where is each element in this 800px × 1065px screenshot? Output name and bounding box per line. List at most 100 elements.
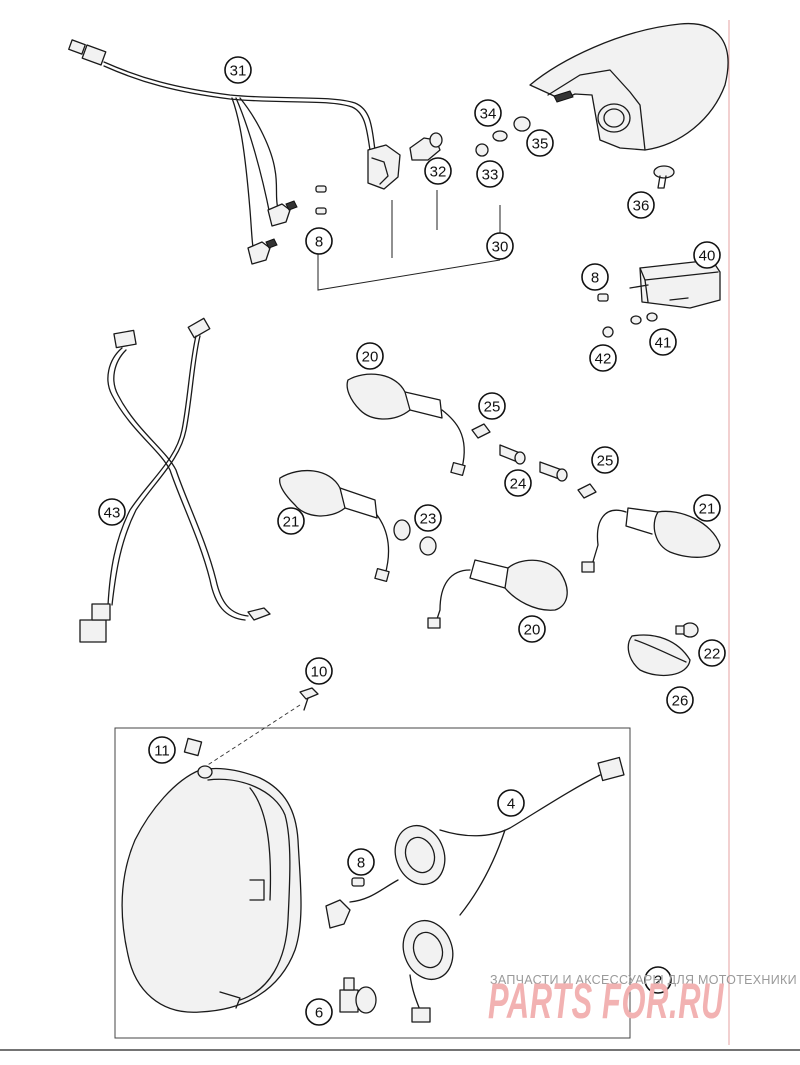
cable-43 xyxy=(79,317,271,643)
bulb-8-head xyxy=(351,877,365,887)
callout-number: 33 xyxy=(482,167,499,184)
lens-26 xyxy=(627,634,691,677)
callout-number: 21 xyxy=(699,501,716,518)
callout-number: 20 xyxy=(524,622,541,639)
clip-25-lower xyxy=(577,483,597,499)
callout-number: 8 xyxy=(591,270,599,287)
callout-circle xyxy=(581,263,609,291)
callout-8: 8 xyxy=(305,227,333,255)
callout-circle xyxy=(224,56,252,84)
assembly-frame xyxy=(114,727,631,1039)
washer-34 xyxy=(492,130,508,142)
callout-2: 2 xyxy=(644,966,672,994)
callout-number: 31 xyxy=(230,63,247,80)
callout-circle xyxy=(693,241,721,269)
callout-26: 26 xyxy=(666,686,694,714)
callout-number: 20 xyxy=(362,349,379,366)
bulb-8-top xyxy=(315,185,327,215)
callout-number: 25 xyxy=(484,399,501,416)
callout-circle xyxy=(474,99,502,127)
bulb-6 xyxy=(339,977,377,1014)
callout-number: 8 xyxy=(315,234,323,251)
tail-light-40 xyxy=(629,259,721,309)
watermark-logo: PARTS FOR.RU xyxy=(488,973,725,1029)
callout-43: 43 xyxy=(98,498,126,526)
callout-number: 42 xyxy=(595,351,612,368)
headlight-mask-30 xyxy=(529,22,729,151)
washer-41 xyxy=(630,315,642,325)
callout-31: 31 xyxy=(224,56,252,84)
callout-circle xyxy=(486,232,514,260)
callout-circle xyxy=(148,736,176,764)
callout-number: 22 xyxy=(704,646,721,663)
callout-30: 30 xyxy=(486,232,514,260)
callout-number: 24 xyxy=(510,476,527,493)
washer-41b xyxy=(646,312,658,322)
callout-6: 6 xyxy=(305,998,333,1026)
callout-20: 20 xyxy=(356,342,384,370)
screw-10 xyxy=(299,687,319,711)
callout-circle xyxy=(414,504,442,532)
callout-8: 8 xyxy=(347,848,375,876)
callout-circle xyxy=(627,191,655,219)
callout-41: 41 xyxy=(649,328,677,356)
callout-number: 36 xyxy=(633,198,650,215)
callout-number: 21 xyxy=(283,514,300,531)
turn-signal-20-lower xyxy=(427,559,568,629)
callout-circle xyxy=(277,507,305,535)
headlight-housing xyxy=(121,765,302,1013)
callout-number: 43 xyxy=(104,505,121,522)
callout-circle xyxy=(504,469,532,497)
callout-number: 40 xyxy=(699,248,716,265)
callout-circle xyxy=(526,129,554,157)
watermark-caption: ЗАПЧАСТИ И АКСЕССУАРЫ ДЛЯ МОТОТЕХНИКИ xyxy=(490,973,797,987)
watermark: ЗАПЧАСТИ И АКСЕССУАРЫ ДЛЯ МОТОТЕХНИКИ PA… xyxy=(488,973,797,1029)
callout-number: 11 xyxy=(154,743,170,760)
nut-42 xyxy=(602,326,614,338)
callout-42: 42 xyxy=(589,344,617,372)
callout-33: 33 xyxy=(476,160,504,188)
callout-21: 21 xyxy=(277,507,305,535)
bulb-8-rear xyxy=(597,293,609,302)
callout-36: 36 xyxy=(627,191,655,219)
callout-number: 30 xyxy=(492,239,509,256)
callout-number: 2 xyxy=(654,973,662,990)
callout-number: 8 xyxy=(357,855,365,872)
callout-circle xyxy=(497,789,525,817)
callout-number: 10 xyxy=(311,664,328,681)
callout-35: 35 xyxy=(526,129,554,157)
callout-40: 40 xyxy=(693,241,721,269)
callout-number: 4 xyxy=(507,796,515,813)
nut-11 xyxy=(183,737,203,757)
socket-assembly xyxy=(367,132,443,190)
callout-21: 21 xyxy=(693,494,721,522)
callout-number: 6 xyxy=(315,1005,323,1022)
nut-33 xyxy=(475,143,489,157)
callout-circle xyxy=(305,227,333,255)
callout-number: 25 xyxy=(597,453,614,470)
spacers-24 xyxy=(499,444,568,482)
callout-circle xyxy=(693,494,721,522)
callout-number: 41 xyxy=(655,335,672,352)
callout-number: 34 xyxy=(480,106,497,123)
callout-24: 24 xyxy=(504,469,532,497)
callout-circle xyxy=(644,966,672,994)
callout-circle xyxy=(347,848,375,876)
bulb-22 xyxy=(675,622,699,638)
callout-number: 32 xyxy=(430,164,447,181)
callout-10: 10 xyxy=(305,657,333,685)
callout-number: 26 xyxy=(672,693,689,710)
callout-25: 25 xyxy=(478,392,506,420)
callout-circle xyxy=(649,328,677,356)
screw-36 xyxy=(653,165,675,189)
callout-22: 22 xyxy=(698,639,726,667)
callout-20: 20 xyxy=(518,615,546,643)
callout-circle xyxy=(305,998,333,1026)
turn-signal-20-upper xyxy=(346,373,466,477)
callout-34: 34 xyxy=(474,99,502,127)
grommet-23 xyxy=(393,519,437,556)
callout-11: 11 xyxy=(148,736,176,764)
callout-circle xyxy=(518,615,546,643)
